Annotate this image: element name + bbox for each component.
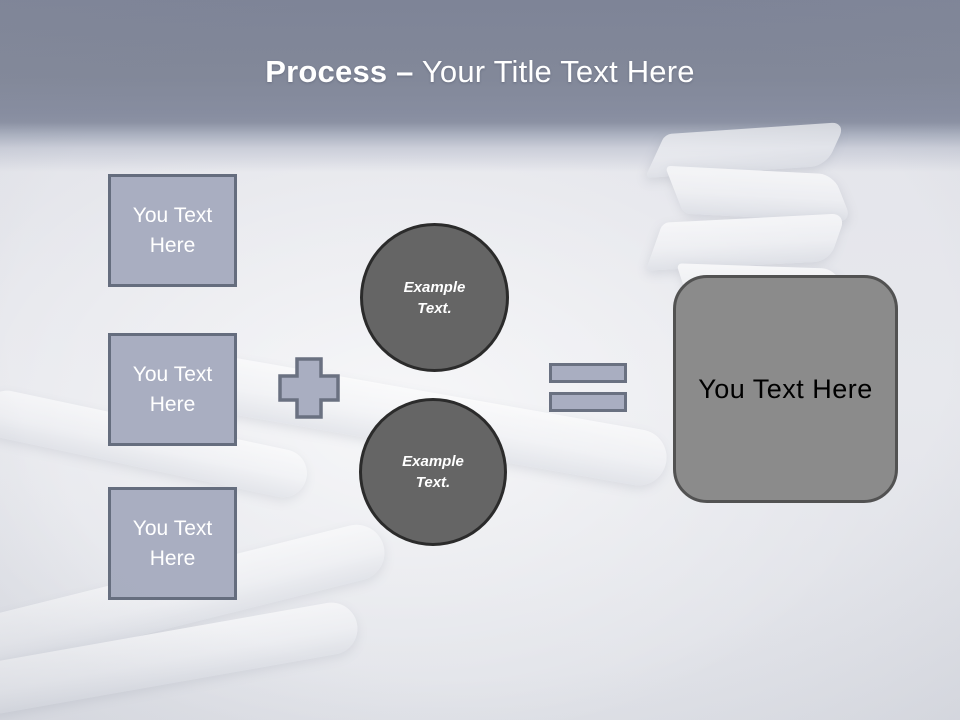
example-circle-label: Example Text. [403,278,466,317]
text-placeholder-box-1[interactable]: You Text Here [108,174,237,287]
example-circle-1[interactable]: Example Text. [360,223,509,372]
placeholder-label: You Text Here [132,516,213,570]
title-regular-text: Your Title Text Here [421,54,695,89]
equals-bar-bottom [549,392,627,412]
title-bold-text: Process [265,54,388,89]
equals-bar-top [549,363,627,383]
text-placeholder-box-2[interactable]: You Text Here [108,333,237,446]
example-circle-2[interactable]: Example Text. [359,398,507,546]
plus-shape-svg [278,357,340,419]
book-spine [0,598,362,718]
slide-title[interactable]: Process – Your Title Text Here [0,52,960,96]
title-dash: – [396,54,414,89]
plus-icon[interactable] [278,357,340,419]
book-spine [664,165,853,223]
result-placeholder-box[interactable]: You Text Here [673,275,898,503]
text-placeholder-box-3[interactable]: You Text Here [108,487,237,600]
placeholder-label: You Text Here [132,362,213,416]
result-label: You Text Here [698,373,873,404]
placeholder-label: You Text Here [132,203,213,257]
example-circle-label: Example Text. [402,453,464,491]
book-spine [645,213,847,271]
